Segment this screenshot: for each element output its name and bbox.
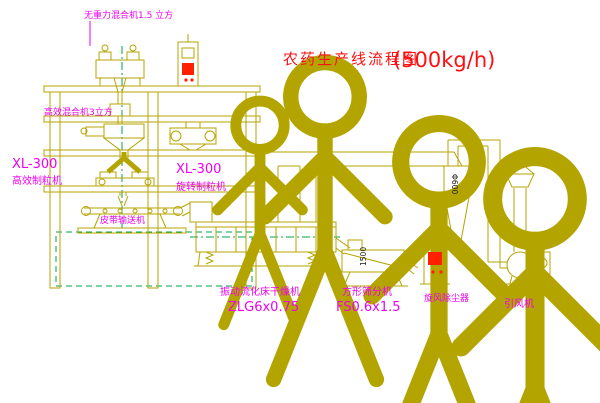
mid-mixer: [80, 123, 146, 158]
exhaust-duct: [261, 151, 463, 222]
induced-draft-fan: [504, 251, 554, 285]
label-mid-mixer: 高效混合机3立方: [44, 106, 113, 118]
dimension-annotations: Φ600 1500: [359, 174, 459, 266]
cyclone-separator: [443, 139, 507, 269]
label-fan-name: 引风机: [504, 297, 534, 310]
sieving-machine: [335, 237, 419, 287]
equipment-labels: 无重力混合机1.5 立方 高效混合机3立方 XL-300 高效制粒机 XL-30…: [12, 9, 534, 315]
label-dryer-name: 振动流化床干燥机: [220, 285, 300, 298]
title-capacity: (500kg/h): [393, 48, 495, 72]
label-cyclone-name: 旋风除尘器: [424, 292, 469, 304]
control-panel-upper: [177, 34, 199, 87]
dim-sieve-length: 1500: [359, 247, 368, 266]
label-conveyor: 皮带输送机: [100, 214, 145, 226]
label-sieve-name: 方形筛分机: [342, 285, 392, 298]
label-sieve-model: FS0.6x1.5: [336, 300, 401, 315]
diagram-title: 农药生产线流程图 (500kg/h): [283, 48, 495, 72]
label-left-granulator-model: XL-300: [12, 157, 57, 172]
top-mixer: [95, 44, 145, 124]
label-top-mixer: 无重力混合机1.5 立方: [84, 9, 173, 21]
title-text: 农药生产线流程图: [283, 50, 419, 68]
right-granulator: [169, 121, 217, 151]
left-granulator: [95, 152, 155, 207]
exhaust-stack: [505, 161, 535, 252]
label-dryer-model: ZLG6x0.75: [228, 300, 299, 315]
person-figures: [217, 61, 600, 403]
label-left-granulator-name: 高效制粒机: [12, 174, 62, 187]
label-right-granulator-model: XL-300: [176, 162, 221, 177]
belt-conveyor: [81, 206, 183, 229]
label-right-granulator-name: 旋转制粒机: [176, 180, 226, 193]
control-panel-lower: [420, 231, 450, 285]
dim-cyclone-diameter: Φ600: [450, 174, 459, 194]
fluid-bed-dryer: [179, 201, 338, 267]
